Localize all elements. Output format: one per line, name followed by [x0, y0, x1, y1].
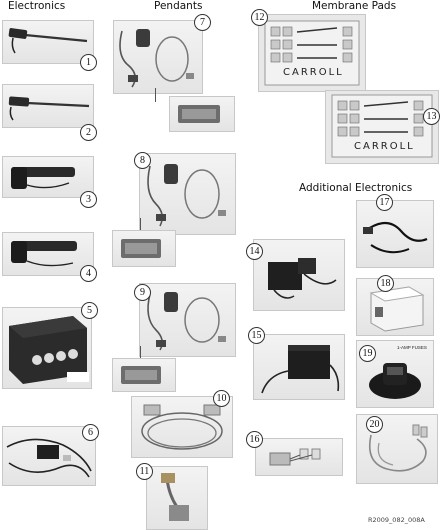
photo-connector-9: [112, 358, 176, 392]
leader-line: [140, 218, 141, 234]
photo-wiring-harness: [2, 426, 96, 486]
header-pendants: Pendants: [154, 0, 203, 12]
header-membrane-pads: Membrane Pads: [312, 0, 397, 12]
callout-6: 6: [82, 424, 99, 441]
usb-cable-icon: [363, 221, 428, 254]
callout-2: 2: [80, 124, 97, 141]
callout-4: 4: [80, 265, 97, 282]
callout-15: 15: [248, 327, 265, 344]
photo-fuse-holder: 1-AMP FUSES: [356, 340, 434, 408]
header-additional-electronics: Additional Electronics: [299, 182, 413, 194]
fuse-label: 1-AMP FUSES: [397, 345, 427, 350]
photo-adapter-11: [146, 466, 208, 530]
photo-usb-cable: [356, 200, 434, 268]
cable-icon: [141, 404, 223, 450]
photo-actuator-2: [2, 84, 94, 128]
actuator-icon: [11, 167, 75, 189]
callout-8: 8: [134, 152, 151, 169]
photo-connector-7: [169, 96, 235, 132]
pendant-icon: [147, 164, 226, 227]
photo-membrane-pad-12: CARROLL: [258, 14, 366, 92]
callout-11: 11: [136, 463, 153, 480]
fuse-holder-icon: [369, 363, 421, 399]
photo-pendant-9: [139, 283, 236, 357]
photo-actuator-3: [2, 156, 94, 198]
actuator-icon: [8, 28, 88, 54]
callout-12: 12: [251, 9, 268, 26]
adapter-icon: [161, 473, 189, 521]
photo-actuator-1: [2, 20, 94, 64]
photo-actuator-4: [2, 232, 94, 276]
power-pack-icon: [261, 345, 340, 394]
callout-10: 10: [213, 390, 230, 407]
phone-cable-icon: [368, 424, 428, 472]
photo-pendant-8: [139, 153, 236, 235]
callout-3: 3: [80, 191, 97, 208]
callout-13: 13: [423, 108, 440, 125]
wiring-harness-icon: [6, 438, 92, 478]
header-electronics: Electronics: [8, 0, 66, 12]
leader-line: [140, 346, 141, 360]
photo-control-box: [2, 307, 92, 389]
photo-cable-10: [131, 396, 233, 458]
pad-brand-text: CARROLL: [354, 141, 415, 152]
callout-7: 7: [194, 14, 211, 31]
callout-16: 16: [246, 431, 263, 448]
db9-connector-icon: [178, 105, 220, 123]
pendant-icon: [147, 292, 226, 351]
photo-power-pack: [253, 334, 345, 400]
battery-unit-icon: [369, 286, 425, 332]
pad-brand-text: CARROLL: [283, 67, 344, 78]
actuator-icon: [8, 96, 90, 121]
photo-power-supply: [253, 239, 345, 311]
callout-18: 18: [377, 275, 394, 292]
callout-14: 14: [246, 243, 263, 260]
db9-connector-icon: [121, 366, 161, 384]
photo-membrane-pad-13: CARROLL: [325, 90, 439, 164]
photo-connector-8: [112, 230, 176, 267]
membrane-pad-icon: [264, 20, 360, 86]
figure-code: R2009_082_008A: [368, 516, 425, 524]
photo-battery-unit: [356, 278, 434, 336]
pendant-icon: [119, 29, 194, 88]
callout-1: 1: [80, 54, 97, 71]
callout-9: 9: [134, 284, 151, 301]
terminal-block-icon: [269, 448, 321, 466]
control-box-icon: [9, 316, 89, 384]
membrane-pad-icon: [331, 94, 433, 158]
callout-19: 19: [359, 345, 376, 362]
db9-connector-icon: [121, 239, 161, 258]
photo-pendant-7: [113, 20, 203, 94]
leader-line: [155, 88, 156, 102]
power-supply-icon: [268, 258, 337, 299]
actuator-icon: [11, 241, 77, 267]
callout-20: 20: [366, 416, 383, 433]
photo-terminal-block: [255, 438, 343, 476]
callout-17: 17: [376, 194, 393, 211]
callout-5: 5: [81, 302, 98, 319]
